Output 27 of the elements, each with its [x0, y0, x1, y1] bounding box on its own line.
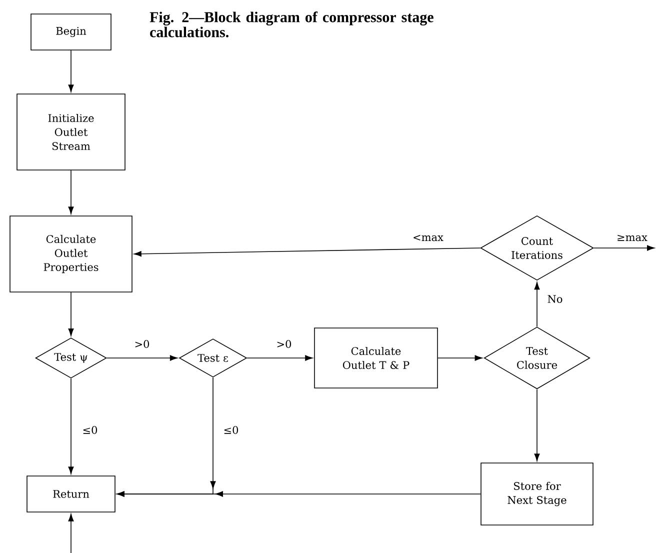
process-box: Store for Next Stage — [480, 462, 594, 526]
figure-caption: Fig. 2—Block diagram of compressor stage calculations. — [150, 12, 434, 38]
arrow — [593, 245, 655, 251]
arrow — [68, 378, 74, 474]
edge-label: <max — [414, 234, 444, 242]
process-box: Initialize Outlet Stream — [16, 94, 126, 170]
edge-label: ≤0 — [83, 426, 98, 434]
edge-label: >0 — [135, 340, 150, 348]
edge-label: ≤0 — [224, 426, 238, 434]
process-box: Calculate Outlet Properties — [10, 216, 132, 292]
edge-label: >0 — [277, 340, 292, 348]
arrow — [246, 355, 313, 361]
process-box: Return — [26, 476, 116, 512]
arrow — [534, 282, 540, 328]
arrow — [68, 292, 74, 336]
arrow — [134, 248, 481, 257]
arrow — [68, 170, 74, 214]
arrow — [534, 388, 540, 462]
arrow — [116, 491, 481, 497]
process-box: Calculate Outlet T & P — [314, 328, 438, 388]
arrow — [68, 514, 74, 553]
edge-label: No — [548, 295, 562, 303]
arrow — [106, 355, 178, 361]
arrow — [438, 355, 482, 361]
edge-label: ≥max — [618, 234, 648, 242]
arrow — [68, 50, 74, 92]
process-box: Begin — [30, 14, 112, 50]
